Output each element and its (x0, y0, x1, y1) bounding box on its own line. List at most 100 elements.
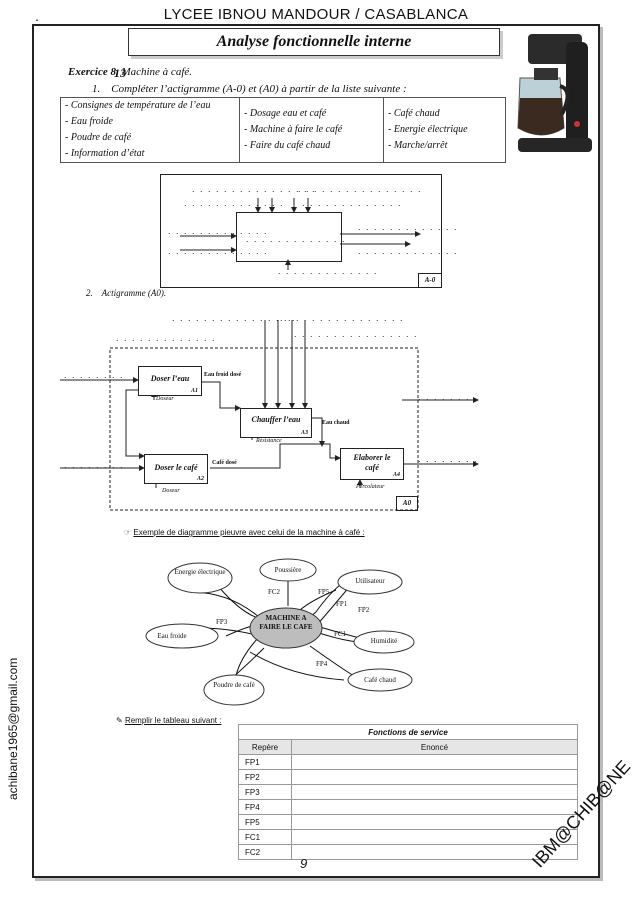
list-item: Machine à faire le café (244, 122, 379, 138)
table-instruction-text: Remplir le tableau suivant : (124, 716, 222, 725)
list-item: Energie électrique (388, 122, 501, 138)
blank-input-2: . . . . . . . . . . . . . (168, 246, 269, 256)
question-2-text: Actigramme (A0). (101, 288, 167, 298)
table-row: FC1 (238, 829, 578, 845)
actigram-a0-detail-id: A0 (396, 496, 418, 511)
table-row: FC2 (238, 844, 578, 860)
pieuvre-element-cafe-chaud: Café chaud (364, 676, 396, 684)
question-1: 1. Compléter l’actigramme (A-0) et (A0) … (92, 83, 407, 95)
question-1-number: 1. (92, 83, 101, 95)
a0-blank-right-2: . . . . . . . . (418, 454, 479, 464)
page-title: Analyse fonctionnelle interne (216, 33, 412, 50)
column-header-repere: Repère (238, 739, 292, 755)
blank-control-2: . . . . . . . . . . . . . . . . (298, 184, 423, 194)
row-enonce-blank[interactable] (291, 829, 578, 845)
table-instruction: ✎ Remplir le tableau suivant : (116, 716, 221, 725)
list-item: Café chaud (388, 106, 501, 122)
list-item: Faire du café chaud (244, 138, 379, 154)
title-banner: Analyse fonctionnelle interne (128, 28, 500, 56)
pieuvre-element-poudre: Poudre de café (213, 681, 255, 689)
question-1-text: Compléter l’actigramme (A-0) et (A0) à p… (111, 83, 407, 95)
link-fc1: FC1 (334, 630, 347, 638)
service-table: Fonctions de service Repère Enoncé FP1 F… (238, 724, 578, 860)
a0-blank-top-3: . . . . . . . . . . . . . (116, 333, 217, 343)
row-enonce-blank[interactable] (291, 754, 578, 770)
flow-eau-chaud: Eau chaud (322, 420, 350, 426)
link-fp4: FP4 (316, 660, 328, 668)
support-label: Résistance (256, 438, 282, 444)
box-doser-cafe: Doser le café A2 (144, 454, 208, 484)
column-header-enonce: Enoncé (291, 739, 578, 755)
table-row: FP1 (238, 754, 578, 770)
question-2: 2. Actigramme (A0). (86, 288, 166, 298)
blank-output-1: . . . . . . . . . . . . . (358, 222, 459, 232)
box-chauffer-eau: Chauffer l’eau A3 (240, 408, 312, 438)
list-item: Poudre de café (65, 130, 235, 146)
box-id: A3 (300, 430, 308, 436)
row-enonce-blank[interactable] (291, 814, 578, 830)
link-fc2: FC2 (268, 588, 281, 596)
pieuvre-caption-text: Exemple de diagramme pieuvre avec celui … (133, 528, 365, 537)
link-fp5: FP5 (318, 588, 330, 596)
blank-control-4: . . . . . . . . . . . . . (302, 198, 403, 208)
support-label: Doseur (156, 396, 174, 402)
a0-blank-left-1: . . . . . . . . (64, 370, 125, 380)
blank-input-1: . . . . . . . . . . . . . (168, 226, 269, 236)
row-repere: FC1 (238, 829, 292, 845)
exercise-subject: Machine à café. (121, 66, 193, 78)
list-item: Information d’état (65, 146, 235, 162)
school-name: LYCEE IBNOU MANDOUR / CASABLANCA (163, 6, 469, 23)
question-2-number: 2. (86, 288, 93, 298)
actigram-a0-arrows (180, 198, 421, 270)
row-repere: FP4 (238, 799, 292, 815)
corner-dot: . (35, 8, 39, 24)
box-id: A1 (190, 388, 198, 394)
table-row: FP4 (238, 799, 578, 815)
link-fp1: FP1 (336, 600, 348, 608)
list-column-3: Café chaud Energie électrique Marche/arr… (383, 97, 506, 163)
page-number: 9 (300, 856, 308, 871)
box-name: Chauffer l’eau (251, 415, 301, 424)
pieuvre-caption: ☞ Exemple de diagramme pieuvre avec celu… (124, 528, 365, 537)
box-doser-eau: Doser l’eau A1 (138, 366, 202, 396)
box-name: Elaborer le café (353, 453, 391, 472)
row-repere: FP1 (238, 754, 292, 770)
pieuvre-element-poussiere: Poussière (274, 566, 302, 574)
pieuvre-element-utilisateur: Utilisateur (355, 577, 385, 585)
box-id: A4 (392, 472, 400, 478)
row-enonce-blank[interactable] (291, 799, 578, 815)
blank-control-1: . . . . . . . . . . . . . . . . (192, 184, 317, 194)
support-label: Percolateur (356, 484, 385, 490)
row-enonce-blank[interactable] (291, 844, 578, 860)
row-repere: FP3 (238, 784, 292, 800)
blank-function: . . . . . . . . . . . . . (246, 234, 347, 244)
a0-blank-top-4: . . . . . . . . . . . . . . . . (294, 329, 419, 339)
exercise-label: Exercice 8. (68, 66, 119, 78)
pointing-hand-icon: ☞ (124, 528, 132, 537)
flow-eau-froid-dose: Eau froid dosé (204, 372, 242, 378)
row-enonce-blank[interactable] (291, 784, 578, 800)
exercise-heading: Exercice 8.13 Machine à café. (68, 66, 193, 80)
a0-blank-top-2: . . . . . . . . . . . . . . . . (280, 313, 405, 323)
box-name: Doser le café (154, 463, 198, 472)
pieuvre-element-eau-froide: Eau froide (157, 632, 187, 640)
row-repere: FC2 (238, 844, 292, 860)
actigram-a0-detail-lines (60, 320, 479, 511)
a0-blank-top-1: . . . . . . . . . . . . . . . . (172, 313, 297, 323)
row-repere: FP2 (238, 769, 292, 785)
exercise-label-overstrike: 13 (114, 66, 126, 80)
pencil-icon: ✎ (116, 716, 123, 725)
a0-blank-right-1: . . . . . . . (418, 392, 471, 402)
row-enonce-blank[interactable] (291, 769, 578, 785)
list-column-2: Dosage eau et café Machine à faire le ca… (239, 97, 384, 163)
service-table-header: Fonctions de service (238, 724, 578, 740)
flow-cafe-dose: Café dosé (212, 460, 237, 466)
a0-blank-left-2: . . . . . . . . (64, 460, 125, 470)
pieuvre-element-energie: Energie électrique (174, 568, 226, 576)
link-fp3: FP3 (216, 618, 228, 626)
support-label: Doseur (162, 488, 180, 494)
list-column-1: Consignes de température de l’eau Eau fr… (60, 97, 240, 163)
list-item: Dosage eau et café (244, 106, 379, 122)
box-id: A2 (196, 476, 204, 482)
page-frame (32, 24, 600, 878)
